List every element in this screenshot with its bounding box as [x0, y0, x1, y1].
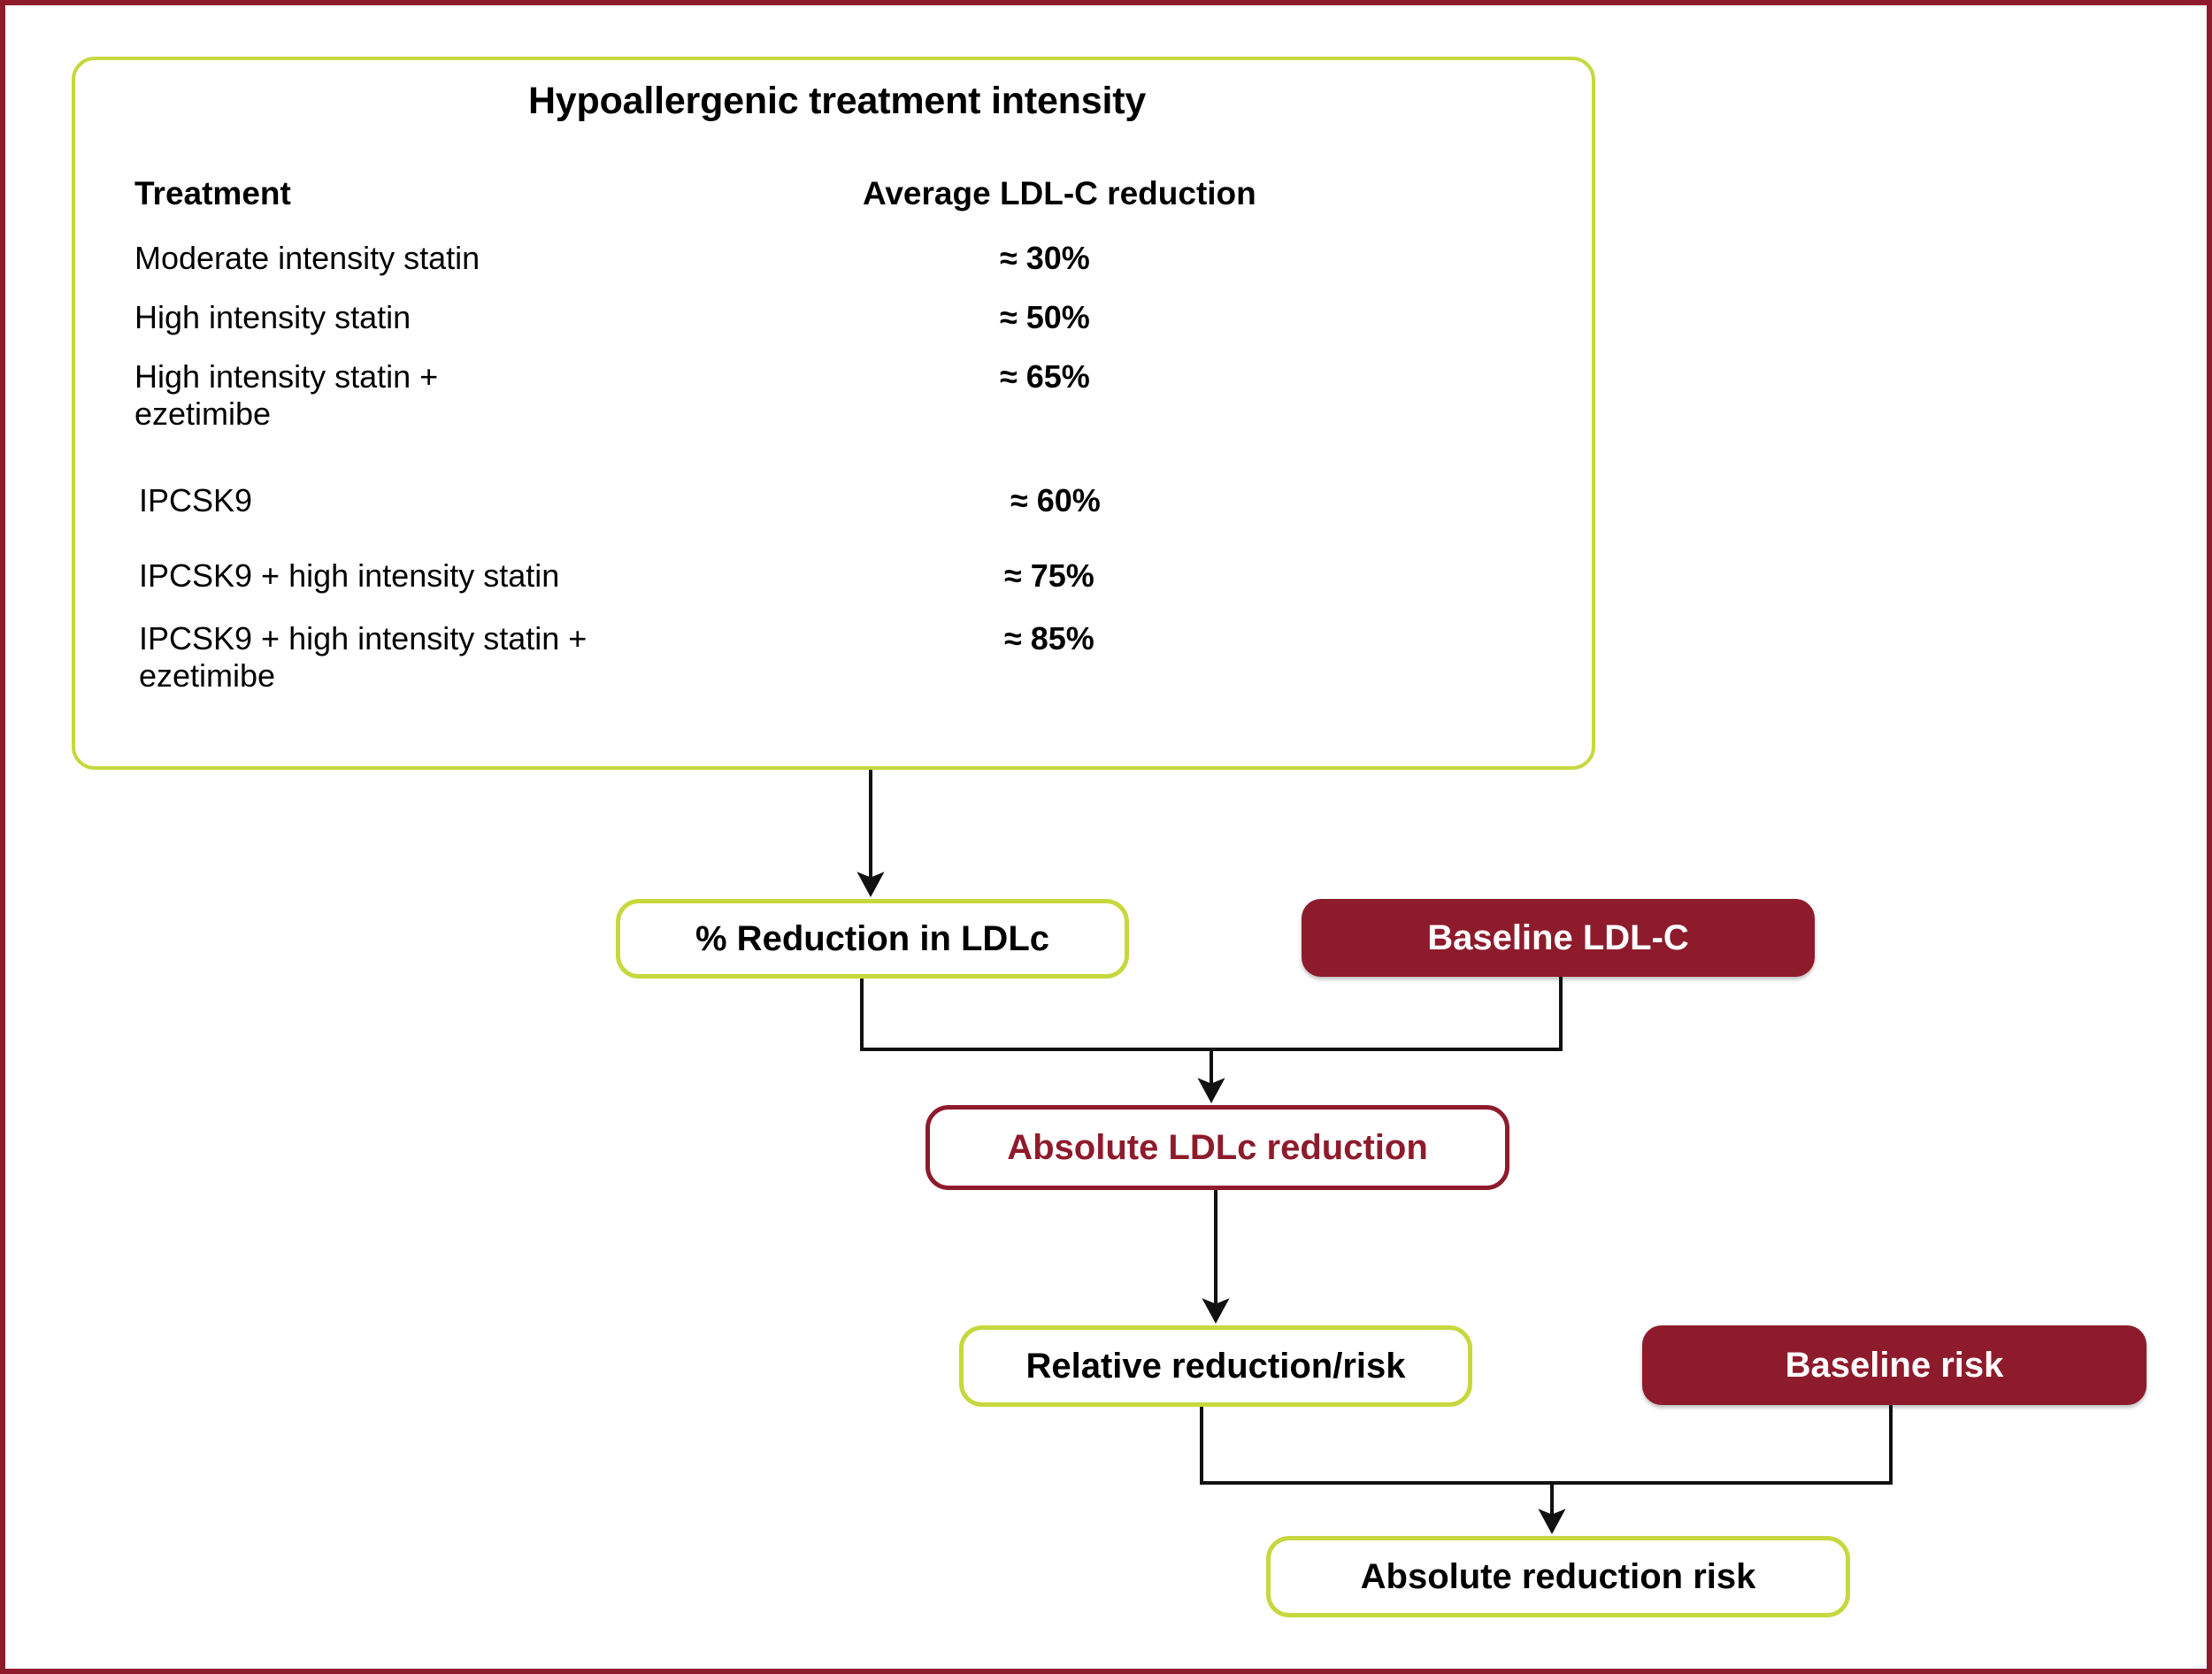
panel-title: Hypoallergenic treatment intensity: [527, 80, 1147, 122]
treatment-name: IPCSK9: [139, 482, 253, 518]
treatment-reduction: ≈ 85%: [1004, 620, 1094, 657]
treatment-reduction: ≈ 75%: [1004, 557, 1094, 594]
connector-pct-to-abs-ldl: [860, 977, 1563, 1051]
column-header-reduction: Average LDL-C reduction: [863, 175, 1256, 211]
box-relative-reduction-risk[interactable]: Relative reduction/risk: [959, 1325, 1472, 1407]
treatment-reduction: ≈ 65%: [1000, 358, 1090, 395]
treatment-name: High intensity statin + ezetimibe: [134, 358, 439, 433]
treatment-reduction: ≈ 60%: [1010, 482, 1101, 518]
treatment-name: IPCSK9 + high intensity statin: [139, 557, 560, 594]
box-baseline-risk[interactable]: Baseline risk: [1642, 1325, 2147, 1405]
column-header-treatment: Treatment: [134, 175, 291, 211]
box-absolute-ldlc-reduction[interactable]: Absolute LDLc reduction: [926, 1105, 1509, 1190]
treatment-intensity-panel: Hypoallergenic treatment intensity Treat…: [72, 57, 1595, 770]
box-absolute-reduction-risk[interactable]: Absolute reduction risk: [1266, 1536, 1850, 1617]
treatment-rows: Moderate intensity statin ≈ 30% High int…: [75, 60, 1599, 773]
treatment-reduction: ≈ 50%: [1000, 299, 1090, 335]
treatment-name: High intensity statin: [134, 299, 411, 335]
connector-rel-to-abs-risk: [1200, 1405, 1893, 1485]
treatment-reduction: ≈ 30%: [1000, 240, 1090, 276]
box-percent-reduction-in-ldlc[interactable]: % Reduction in LDLc: [616, 899, 1129, 979]
treatment-name: IPCSK9 + high intensity statin + ezetimi…: [139, 620, 588, 695]
treatment-name: Moderate intensity statin: [134, 240, 480, 276]
box-baseline-ldl-c[interactable]: Baseline LDL-C: [1302, 899, 1815, 977]
